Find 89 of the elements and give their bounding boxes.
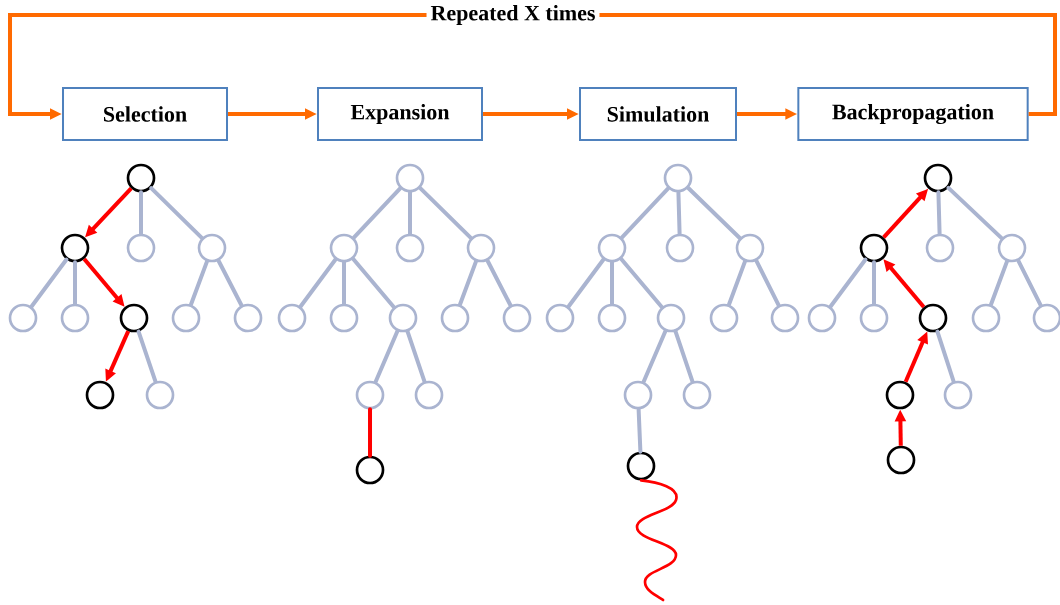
tree-node [807, 303, 837, 333]
tree-branch [418, 186, 473, 240]
tree-node [971, 303, 1001, 333]
tree-branch [754, 258, 781, 308]
tree-branch [73, 260, 77, 306]
tree-node [663, 163, 693, 193]
tree-branch [149, 186, 204, 240]
tree-branch [828, 257, 868, 309]
tree-node [943, 380, 973, 410]
tree-branch [29, 257, 69, 309]
tree-node [1032, 303, 1060, 333]
tree-node [145, 380, 175, 410]
tree-branch [405, 329, 427, 384]
tree-branch [566, 257, 606, 309]
tree-branch [298, 257, 338, 309]
tree-node [126, 233, 156, 263]
tree-node [682, 380, 712, 410]
process-box: Selection [62, 87, 228, 141]
tree-node [997, 233, 1027, 263]
tree-node [597, 303, 627, 333]
tree-node [466, 233, 496, 263]
tree-node [171, 303, 201, 333]
process-box: Expansion [317, 87, 483, 141]
tree-node [886, 445, 916, 475]
tree-branch [408, 190, 412, 236]
tree-branch [136, 329, 158, 384]
tree-node [126, 163, 156, 193]
tree-branch [610, 260, 614, 306]
tree-node [859, 303, 889, 333]
tree-branch [139, 190, 143, 236]
tree-node [8, 303, 38, 333]
tree-node [60, 233, 90, 263]
tree-node [859, 233, 889, 263]
tree-node [60, 303, 90, 333]
tree-branch [935, 329, 956, 384]
tree-node [355, 455, 385, 485]
tree-node [918, 303, 948, 333]
tree-branch [373, 329, 400, 384]
tree-branch [485, 258, 513, 308]
tree-node [626, 451, 656, 481]
tree-node [329, 233, 359, 263]
tree-node [623, 380, 653, 410]
tree-node [395, 233, 425, 263]
tree-branch [641, 329, 668, 384]
tree-branch [1016, 258, 1043, 308]
tree-branch [636, 407, 643, 454]
tree-node [885, 380, 915, 410]
tree-branch [351, 256, 396, 310]
tree-branch [946, 185, 1004, 241]
tree-node [925, 233, 955, 263]
tree-node [85, 380, 115, 410]
tree-branch [686, 186, 742, 240]
tree-branch [989, 259, 1009, 307]
tree-node [770, 303, 800, 333]
tree-branch [673, 329, 695, 384]
process-box: Simulation [579, 87, 737, 141]
tree-branch [216, 258, 244, 308]
tree-node [277, 303, 307, 333]
edge-label: Repeated X times [426, 1, 600, 29]
tree-branch [351, 186, 403, 240]
tree-node [545, 303, 575, 333]
tree-node [656, 303, 686, 333]
tree-branch [189, 259, 209, 307]
process-box: Backpropagation [797, 87, 1029, 141]
tree-node [735, 233, 765, 263]
tree-node [414, 380, 444, 410]
tree-node [923, 163, 953, 193]
tree-branch [368, 407, 372, 458]
tree-node [502, 303, 532, 333]
tree-branch [936, 190, 942, 236]
tree-branch [619, 186, 671, 240]
tree-node [197, 233, 227, 263]
rollout-path [635, 479, 678, 602]
tree-branch [458, 259, 478, 307]
tree-branch [619, 256, 664, 310]
tree-node [440, 303, 470, 333]
tree-branch [676, 190, 682, 236]
tree-node [395, 163, 425, 193]
tree-branch [342, 260, 346, 306]
tree-node [233, 303, 263, 333]
tree-node [119, 303, 149, 333]
tree-node [597, 233, 627, 263]
tree-node [329, 303, 359, 333]
tree-node [355, 380, 385, 410]
tree-node [388, 303, 418, 333]
tree-node [665, 233, 695, 263]
tree-branch [727, 259, 747, 307]
tree-node [709, 303, 739, 333]
tree-branch [872, 260, 876, 306]
